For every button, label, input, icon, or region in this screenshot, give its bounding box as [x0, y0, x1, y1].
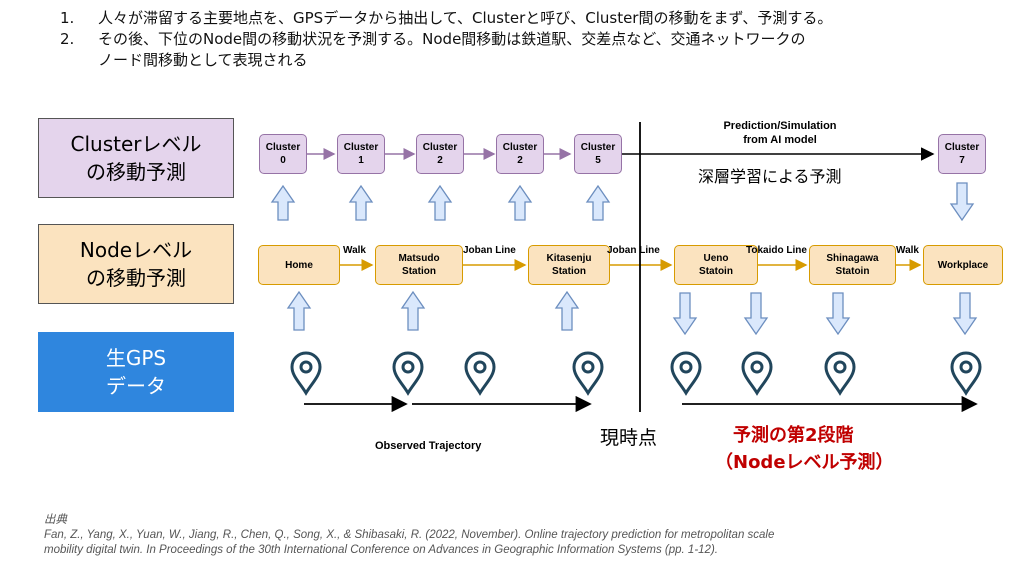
citation-line: Fan, Z., Yang, X., Yuan, W., Jiang, R., …	[44, 529, 775, 541]
node-box: Matsudo Station	[375, 245, 463, 285]
intro-text: 人々が滞留する主要地点を、GPSデータから抽出して、Clusterと呼び、Clu…	[98, 9, 833, 27]
cluster-node: Cluster 5	[574, 134, 622, 174]
map-pin-icon	[741, 351, 773, 396]
node-box: Workplace	[923, 245, 1003, 285]
edge-label: Tokaido Line	[746, 245, 807, 256]
node-label: Ueno	[703, 253, 729, 264]
block-arrow-down-icon	[949, 182, 975, 222]
intro-num: 2.	[60, 30, 75, 48]
cluster-node: Cluster 0	[259, 134, 307, 174]
cluster-node: Cluster 7	[938, 134, 986, 174]
map-pin-icon	[824, 351, 856, 396]
node-label: Workplace	[937, 259, 989, 271]
citation: 出典 Fan, Z., Yang, X., Yuan, W., Jiang, R…	[44, 513, 1019, 558]
stage2-subtitle: （Nodeレベル予測）	[715, 452, 894, 473]
node-box: Kitasenju Station	[528, 245, 610, 285]
node-label: Statoin	[699, 266, 733, 277]
block-arrow-up-icon	[286, 290, 312, 331]
cluster-node: Cluster 2	[496, 134, 544, 174]
node-label: Home	[285, 259, 313, 271]
node-label: Matsudo	[398, 253, 440, 264]
prediction-header-line1: Prediction/Simulation	[723, 120, 837, 132]
block-arrow-up-icon	[507, 184, 533, 221]
prediction-header-line2: from AI model	[743, 134, 817, 146]
block-arrow-down-icon	[743, 292, 769, 336]
cluster-level-box: Clusterレベル の移動予測	[38, 118, 234, 198]
block-arrow-up-icon	[554, 290, 580, 331]
stage2-label: 予測の第2段階 （Nodeレベル予測）	[715, 422, 894, 476]
node-label: Kitasenju	[546, 253, 592, 264]
block-arrow-up-icon	[348, 184, 374, 221]
node-label: Station	[402, 266, 436, 277]
node-label: Station	[552, 266, 586, 277]
cluster-node: Cluster 1	[337, 134, 385, 174]
cluster-id: 2	[517, 155, 523, 166]
cluster-title: Cluster	[343, 142, 379, 153]
edge-label: Walk	[896, 245, 919, 256]
citation-heading: 出典	[44, 514, 67, 526]
block-arrow-up-icon	[427, 184, 453, 221]
node-level-box: Nodeレベル の移動予測	[38, 224, 234, 304]
block-arrow-down-icon	[672, 292, 698, 336]
cluster-id: 7	[959, 155, 965, 166]
cluster-id: 1	[358, 155, 364, 166]
intro-text: その後、下位のNode間の移動状況を予測する。Node間移動は鉄道駅、交差点など…	[98, 30, 806, 48]
edge-label: Joban Line	[607, 245, 660, 256]
map-pin-icon	[670, 351, 702, 396]
stage2-title: 予測の第2段階	[733, 425, 854, 446]
block-arrow-up-icon	[400, 290, 426, 331]
map-pin-icon	[572, 351, 604, 396]
block-arrow-down-icon	[952, 292, 978, 336]
cluster-title: Cluster	[502, 142, 538, 153]
block-arrow-up-icon	[270, 184, 296, 221]
map-pin-icon	[464, 351, 496, 396]
node-label: Statoin	[835, 266, 870, 277]
node-box: Shinagawa Statoin	[809, 245, 896, 285]
raw-gps-box: 生GPS データ	[38, 332, 234, 412]
now-label: 現時点	[600, 427, 658, 449]
intro-num: 1.	[60, 9, 75, 27]
edge-label: Joban Line	[463, 245, 516, 256]
cluster-title: Cluster	[265, 142, 301, 153]
cluster-id: 0	[280, 155, 286, 166]
cluster-title: Cluster	[422, 142, 458, 153]
map-pin-icon	[950, 351, 982, 396]
block-arrow-down-icon	[825, 292, 851, 336]
observed-trajectory-label: Observed Trajectory	[375, 440, 482, 452]
map-pin-icon	[290, 351, 322, 396]
node-label: Shinagawa	[826, 253, 879, 264]
deep-learning-label: 深層学習による予測	[698, 167, 842, 186]
prediction-header: Prediction/Simulation from AI model	[680, 119, 880, 147]
cluster-node: Cluster 2	[416, 134, 464, 174]
node-box: Ueno Statoin	[674, 245, 758, 285]
intro-list: 1. 人々が滞留する主要地点を、GPSデータから抽出して、Clusterと呼び、…	[60, 8, 1020, 72]
edge-label: Walk	[343, 245, 366, 256]
map-pin-icon	[392, 351, 424, 396]
cluster-id: 2	[437, 155, 443, 166]
cluster-title: Cluster	[580, 142, 616, 153]
intro-text: ノード間移動として表現される	[98, 51, 308, 69]
cluster-title: Cluster	[944, 142, 980, 153]
block-arrow-up-icon	[585, 184, 611, 221]
cluster-id: 5	[595, 155, 601, 166]
node-box: Home	[258, 245, 340, 285]
citation-line: mobility digital twin. In Proceedings of…	[44, 544, 718, 556]
